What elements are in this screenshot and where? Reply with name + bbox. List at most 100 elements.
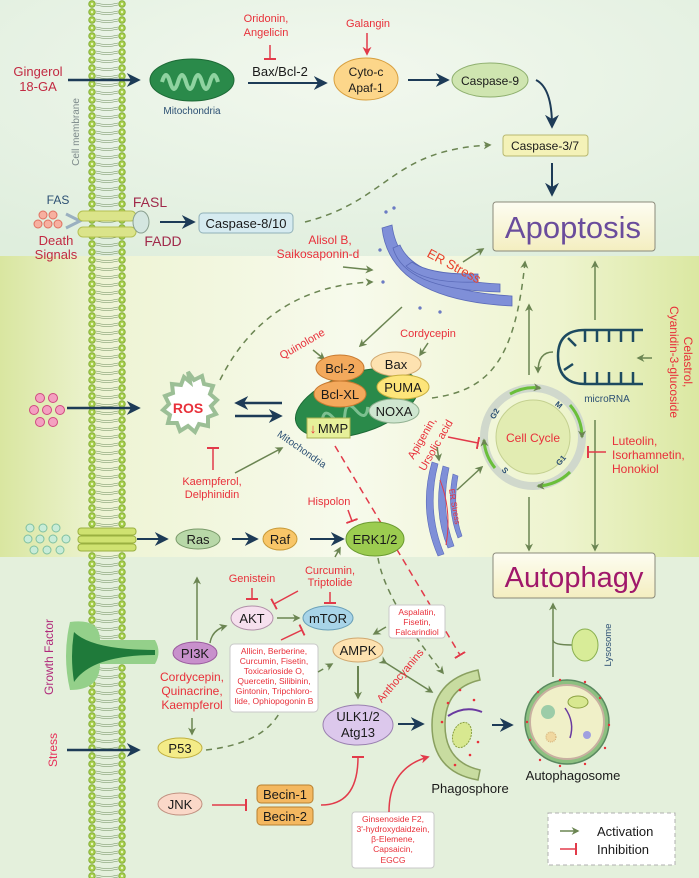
drug-luteolin: Luteolin, [612, 434, 657, 448]
arrow-curcumin-erk [333, 546, 341, 558]
drug-allicin-line5: Gintonin, Tripchloro- [236, 686, 313, 696]
arrow-quinolone-bcl2 [312, 349, 326, 361]
dashed-casp810-casp37 [304, 141, 492, 223]
drug-kaempferol-pi3k: Kaempferol [161, 698, 222, 712]
dashed-mito-apoptosis [431, 260, 529, 399]
lysosome-icon [571, 628, 599, 662]
mmp-label: MMP [318, 421, 348, 436]
raf-label: Raf [270, 532, 291, 547]
dashed-ros-er [219, 278, 374, 381]
death-label: Death [39, 233, 74, 248]
autophagy-label: Autophagy [505, 562, 644, 594]
caspase9-node [451, 62, 529, 98]
raf-node [262, 527, 298, 551]
drug-falcarindiol: Falcarindiol [395, 627, 439, 637]
drug-capsaicin: Capsaicin, [373, 844, 413, 854]
p53-label: P53 [168, 741, 191, 756]
er-stress-small-mark [439, 479, 449, 546]
becin1-label: Becin-1 [263, 787, 307, 802]
drug-aspalatin: Aspalatin, [398, 607, 435, 617]
drug-elemene: β-Elemene, [371, 834, 415, 844]
apaf1-label: Apaf-1 [348, 81, 384, 95]
drug-allicin-line4: Quercetin, Silibinin, [237, 676, 310, 686]
drug-genistein: Genistein [229, 573, 275, 585]
drug-kaempferol: Kaempferol, [182, 476, 241, 488]
drug-allicin-line6: lide, Ophiopogonin B [235, 696, 314, 706]
phase-s: S [500, 465, 511, 475]
bax-bcl2-label: Bax/Bcl-2 [252, 64, 308, 79]
fasl-label: FASL [133, 194, 167, 210]
drug-allicin-line2: Curcumin, Fisetin, [240, 656, 309, 666]
cytoc-apaf1-node [333, 57, 399, 101]
autophagy-box [492, 552, 656, 599]
ros-molecules-icon [29, 393, 65, 427]
becin2-node [256, 806, 314, 826]
becin1-node [256, 784, 314, 804]
mitochondria-icon [149, 58, 235, 102]
ros-node [159, 370, 220, 436]
atg13-label: Atg13 [341, 725, 375, 740]
cell-cycle-label: Cell Cycle [506, 431, 560, 445]
death-signal-molecules-icon [33, 210, 63, 229]
apoptosis-label: Apoptosis [505, 210, 641, 245]
pi3k-label: PI3K [181, 646, 210, 661]
channel-receptor-icon [77, 527, 137, 552]
drug-cyanidin: Cyanidin-3-glucoside [667, 306, 681, 418]
drug-quinacrine: Quinacrine, [161, 684, 222, 698]
lysosome-fusion-line [552, 639, 573, 646]
bax-label: Bax [385, 357, 408, 372]
drug-allicin-line1: Allicin, Berberine, [241, 646, 307, 656]
fas-receptor-icon [65, 212, 84, 230]
inhibit-cell-cycle [447, 436, 481, 450]
phase-m: M [553, 399, 564, 410]
microrna-label: microRNA [584, 394, 630, 405]
legend-activation-label: Activation [597, 824, 653, 839]
erk-label: ERK1/2 [353, 532, 398, 547]
caspase810-label: Caspase-8/10 [206, 216, 287, 231]
arrow-er-bcl2 [358, 306, 403, 348]
dashed-inhibit-mito-phagosphore [334, 445, 466, 659]
drug-hydroxydaidzein: 3'-hydroxydaidzein, [357, 824, 430, 834]
bclxl-node [313, 380, 367, 408]
caspase37-node [502, 134, 589, 157]
arrow-er-apoptosis [462, 248, 485, 263]
growth-factor-label: Growth Factor [42, 619, 56, 695]
fas-label: FAS [47, 193, 70, 207]
mmp-down-arrow-icon: ↓ [310, 421, 317, 436]
caspase37-label: Caspase-3/7 [511, 139, 579, 153]
jnk-label: JNK [168, 797, 193, 812]
legend-inhibition-label: Inhibition [597, 842, 649, 857]
caspase9-label: Caspase-9 [461, 74, 519, 88]
cytoc-label: Cyto-c [349, 65, 384, 79]
arrow-aspalatin-ampk [372, 626, 387, 635]
drug-galangin: Galangin [346, 18, 390, 30]
drug-saikosaponin: Saikosaponin-d [277, 247, 360, 261]
signals-label: Signals [35, 247, 78, 262]
drug-alisol: Alisol B, [308, 233, 351, 247]
receptor-lower [77, 226, 137, 238]
growth-signal-molecules-icon [23, 523, 71, 555]
ros-label: ROS [173, 400, 203, 416]
cell-cycle-node [480, 383, 586, 490]
akt-label: AKT [239, 611, 264, 626]
mmp-node [306, 417, 351, 439]
legend: Activation Inhibition [547, 812, 676, 866]
puma-label: PUMA [384, 380, 422, 395]
ampk-node [332, 637, 384, 663]
ulk-atg13-node [322, 704, 394, 746]
noxa-label: NOXA [376, 404, 413, 419]
bcl2-label: Bcl-2 [325, 361, 355, 376]
drug-18ga: 18-GA [19, 79, 57, 94]
arrow-casp9-casp37 [535, 79, 559, 129]
p53-node [157, 737, 203, 759]
arrow-kaempferol-mito [234, 447, 284, 474]
inhibit-akt-curcumin [270, 590, 299, 610]
aspalatin-drug-box [388, 604, 446, 639]
drug-triptolide: Triptolide [308, 577, 353, 589]
receptor-upper [77, 210, 137, 222]
cell-membrane-label: Cell membrane [71, 98, 82, 166]
puma-node [376, 374, 430, 400]
arrow-alisol-er [342, 265, 374, 274]
